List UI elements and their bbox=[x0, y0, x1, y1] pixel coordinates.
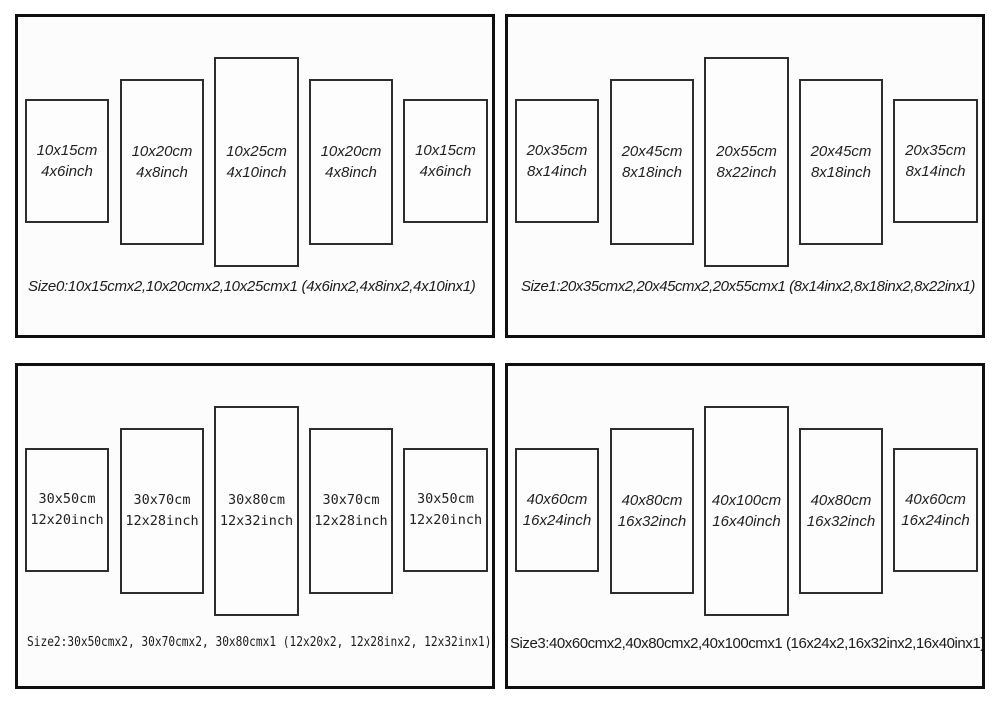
canvas-rect: 30x70cm 12x28inch bbox=[309, 428, 393, 594]
canvas-rect: 30x50cm 12x20inch bbox=[403, 448, 488, 572]
canvas-rect: 10x15cm 4x6inch bbox=[403, 99, 488, 223]
canvas-rect: 30x50cm 12x20inch bbox=[25, 448, 109, 572]
canvas-rect: 10x15cm 4x6inch bbox=[25, 99, 109, 223]
rect-cm-label: 40x60cm bbox=[905, 491, 966, 508]
canvas-rect: 40x100cm 16x40inch bbox=[704, 406, 789, 616]
panel-caption: Size0:10x15cmx2,10x20cmx2,10x25cmx1 (4x6… bbox=[28, 278, 476, 295]
rect-inch-label: 8x22inch bbox=[716, 164, 777, 181]
rect-inch-label: 12x28inch bbox=[314, 513, 388, 529]
panel-caption: Size1:20x35cmx2,20x45cmx2,20x55cmx1 (8x1… bbox=[521, 278, 975, 295]
rect-inch-label: 4x6inch bbox=[419, 163, 472, 180]
rect-inch-label: 8x18inch bbox=[621, 164, 683, 181]
rect-cm-label: 20x35cm bbox=[526, 142, 588, 159]
rect-inch-label: 16x32inch bbox=[806, 513, 876, 530]
rect-inch-label: 8x18inch bbox=[810, 164, 872, 181]
rect-inch-label: 4x8inch bbox=[136, 164, 188, 181]
rect-cm-label: 10x20cm bbox=[320, 143, 382, 160]
panel-caption: Size3:40x60cmx2,40x80cmx2,40x100cmx1 (16… bbox=[510, 635, 982, 652]
rect-inch-label: 4x8inch bbox=[325, 164, 377, 181]
rect-cm-label: 30x50cm bbox=[38, 491, 96, 507]
rect-inch-label: 12x28inch bbox=[125, 513, 199, 529]
rect-cm-label: 40x100cm bbox=[711, 492, 782, 509]
canvas-rect: 40x60cm 16x24inch bbox=[893, 448, 978, 572]
canvas-rect: 10x20cm 4x8inch bbox=[120, 79, 204, 245]
rect-cm-label: 30x80cm bbox=[228, 492, 285, 508]
rect-cm-label: 10x15cm bbox=[36, 142, 98, 159]
rect-inch-label: 4x10inch bbox=[226, 164, 287, 181]
rect-inch-label: 16x32inch bbox=[617, 513, 687, 530]
canvas-rect: 20x55cm 8x22inch bbox=[704, 57, 789, 267]
panel-caption: Size2:30x50cmx2, 30x70cmx2, 30x80cmx1 (1… bbox=[27, 635, 492, 650]
canvas-rect: 20x35cm 8x14inch bbox=[515, 99, 599, 223]
rect-cm-label: 40x60cm bbox=[526, 491, 588, 508]
canvas-rect: 20x45cm 8x18inch bbox=[799, 79, 883, 245]
rect-inch-label: 16x24inch bbox=[522, 512, 592, 529]
rect-inch-label: 12x32inch bbox=[219, 513, 294, 529]
canvas-rect: 10x25cm 4x10inch bbox=[214, 57, 299, 267]
rect-cm-label: 20x45cm bbox=[621, 143, 683, 160]
canvas-rect: 30x70cm 12x28inch bbox=[120, 428, 204, 594]
rect-cm-label: 20x55cm bbox=[716, 143, 777, 160]
rect-inch-label: 12x20inch bbox=[30, 512, 104, 528]
canvas-rect: 40x80cm 16x32inch bbox=[799, 428, 883, 594]
panel-size0: 10x15cm 4x6inch 10x20cm 4x8inch 10x25cm … bbox=[15, 14, 495, 338]
canvas-rect: 20x35cm 8x14inch bbox=[893, 99, 978, 223]
canvas-rect: 40x60cm 16x24inch bbox=[515, 448, 599, 572]
rect-cm-label: 10x25cm bbox=[226, 143, 287, 160]
rect-cm-label: 10x20cm bbox=[131, 143, 193, 160]
rect-cm-label: 20x35cm bbox=[905, 142, 966, 159]
rect-inch-label: 8x14inch bbox=[526, 163, 588, 180]
rect-inch-label: 12x20inch bbox=[408, 512, 483, 528]
rect-cm-label: 20x45cm bbox=[810, 143, 872, 160]
rect-cm-label: 30x70cm bbox=[322, 492, 380, 508]
rect-inch-label: 16x40inch bbox=[712, 513, 781, 530]
canvas-rect: 10x20cm 4x8inch bbox=[309, 79, 393, 245]
canvas-rect: 30x80cm 12x32inch bbox=[214, 406, 299, 616]
rect-cm-label: 40x80cm bbox=[621, 492, 683, 509]
rect-inch-label: 4x6inch bbox=[41, 163, 93, 180]
rect-cm-label: 30x70cm bbox=[133, 492, 191, 508]
canvas-rect: 20x45cm 8x18inch bbox=[610, 79, 694, 245]
panel-size2: 30x50cm 12x20inch 30x70cm 12x28inch 30x8… bbox=[15, 363, 495, 689]
rect-inch-label: 16x24inch bbox=[901, 512, 970, 529]
rect-cm-label: 40x80cm bbox=[810, 492, 872, 509]
panel-size1: 20x35cm 8x14inch 20x45cm 8x18inch 20x55c… bbox=[505, 14, 985, 338]
panel-size3: 40x60cm 16x24inch 40x80cm 16x32inch 40x1… bbox=[505, 363, 985, 689]
rect-cm-label: 10x15cm bbox=[415, 142, 476, 159]
rect-cm-label: 30x50cm bbox=[417, 491, 474, 507]
canvas-rect: 40x80cm 16x32inch bbox=[610, 428, 694, 594]
rect-inch-label: 8x14inch bbox=[905, 163, 966, 180]
